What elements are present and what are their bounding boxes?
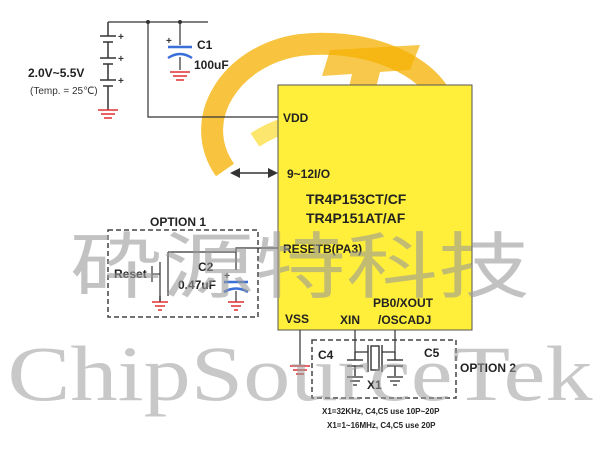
ground-symbol <box>170 71 190 81</box>
battery-plus-2: + <box>118 54 124 65</box>
c2-value: 0.47uF <box>178 278 216 292</box>
watermark-chinese: 砕源特科技 <box>70 225 530 309</box>
crystal-label: X1 <box>367 378 382 392</box>
battery-plus-1: + <box>118 32 124 43</box>
reset-label: Reset <box>114 267 147 281</box>
reset-wire <box>168 247 278 253</box>
ground-symbol <box>387 376 403 386</box>
pin-reset: RESETB(PA3) <box>283 242 362 256</box>
c1-capacitor <box>167 45 193 70</box>
pin-vss: VSS <box>285 312 309 326</box>
c1-name: C1 <box>197 38 213 52</box>
battery-symbol <box>100 22 116 100</box>
reset-switch <box>151 252 169 296</box>
temp-note: (Temp. = 25℃) <box>30 86 98 97</box>
crystal-note-2: X1=1~16MHz, C4,C5 use 20P <box>327 421 436 430</box>
c4-capacitor <box>347 352 363 376</box>
chip-part-number-2: TR4P151AT/AF <box>306 210 406 226</box>
option1-title: OPTION 1 <box>150 215 206 229</box>
c2-plus: + <box>224 271 230 282</box>
crystal-symbol <box>367 345 383 372</box>
pin-io: 9~12I/O <box>287 167 330 181</box>
c1-plus: + <box>166 36 172 47</box>
ground-symbol <box>290 365 310 375</box>
option1-box <box>107 229 259 318</box>
pin-oscadj: /OSCADJ <box>378 313 431 327</box>
c5-capacitor <box>387 352 403 376</box>
c4-name: C4 <box>318 348 334 362</box>
option2-box <box>311 339 457 399</box>
vdd-wire <box>147 22 278 118</box>
watermark-english: ChipSourceTek <box>8 330 593 417</box>
ground-symbol <box>98 100 118 119</box>
ground-symbol <box>228 301 244 311</box>
pin-pb0: PB0/XOUT <box>373 296 434 310</box>
c1-value: 100uF <box>194 58 229 72</box>
c5-name: C5 <box>424 346 440 360</box>
junction-dot <box>146 20 150 24</box>
ground-symbol <box>152 296 168 311</box>
supply-voltage: 2.0V~5.5V <box>28 66 84 80</box>
option2-title: OPTION 2 <box>460 361 516 375</box>
chip-part-number-1: TR4P153CT/CF <box>306 191 407 207</box>
c2-name: C2 <box>198 260 214 274</box>
battery-plus-3: + <box>118 76 124 87</box>
crystal-note-1: X1=32KHz, C4,C5 use 10P~20P <box>322 407 440 416</box>
pin-vdd: VDD <box>283 111 309 125</box>
chip-body <box>277 84 473 331</box>
pin-xin: XIN <box>340 313 360 327</box>
ground-symbol <box>347 376 363 386</box>
io-double-arrow <box>230 168 278 178</box>
c2-capacitor <box>223 280 249 302</box>
junction-dot <box>178 20 182 24</box>
